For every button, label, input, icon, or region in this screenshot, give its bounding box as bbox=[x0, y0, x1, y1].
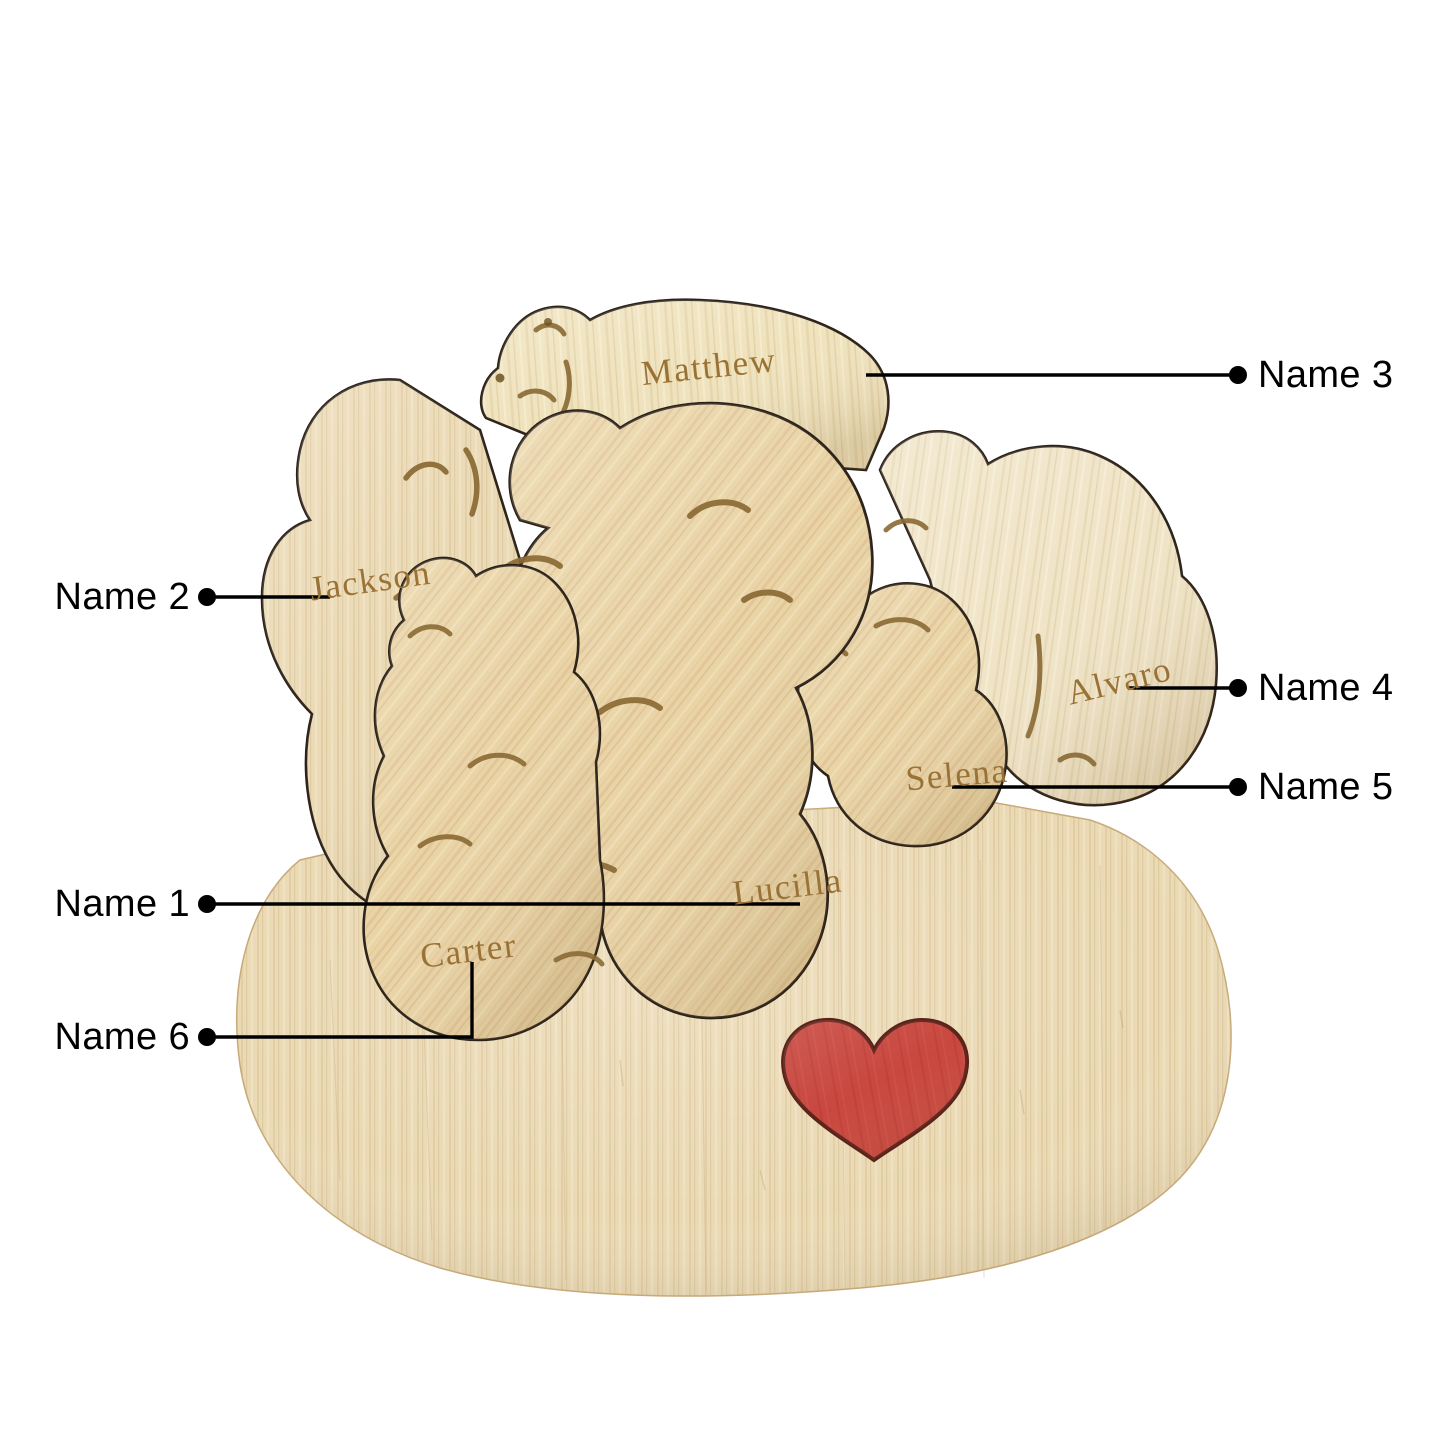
leader-dot-name-1 bbox=[198, 895, 216, 913]
callout-label-name-3[interactable]: Name 3 bbox=[1258, 354, 1394, 396]
bear-piece-alvaro[interactable] bbox=[878, 430, 1218, 807]
bear-piece-selena[interactable] bbox=[781, 578, 1008, 848]
callout-label-name-1[interactable]: Name 1 bbox=[54, 883, 190, 925]
bear-piece-carter[interactable] bbox=[362, 556, 606, 1042]
callout-label-name-2[interactable]: Name 2 bbox=[54, 576, 190, 618]
leader-dot-name-4 bbox=[1229, 679, 1247, 697]
callout-label-name-4[interactable]: Name 4 bbox=[1258, 667, 1394, 709]
callout-leader-dots bbox=[198, 366, 1247, 1046]
leader-dot-name-3 bbox=[1229, 366, 1247, 384]
leader-dot-name-6 bbox=[198, 1028, 216, 1046]
callout-label-name-5[interactable]: Name 5 bbox=[1258, 766, 1394, 808]
heart-piece[interactable] bbox=[781, 1017, 970, 1163]
callout-leader-lines bbox=[207, 373, 1238, 1039]
leader-line-name-6 bbox=[207, 962, 474, 1039]
leader-dot-name-5 bbox=[1229, 778, 1247, 796]
callout-label-name-6[interactable]: Name 6 bbox=[54, 1016, 190, 1058]
engraved-name-selena: Selena bbox=[904, 751, 1010, 799]
leader-dot-name-2 bbox=[198, 588, 216, 606]
